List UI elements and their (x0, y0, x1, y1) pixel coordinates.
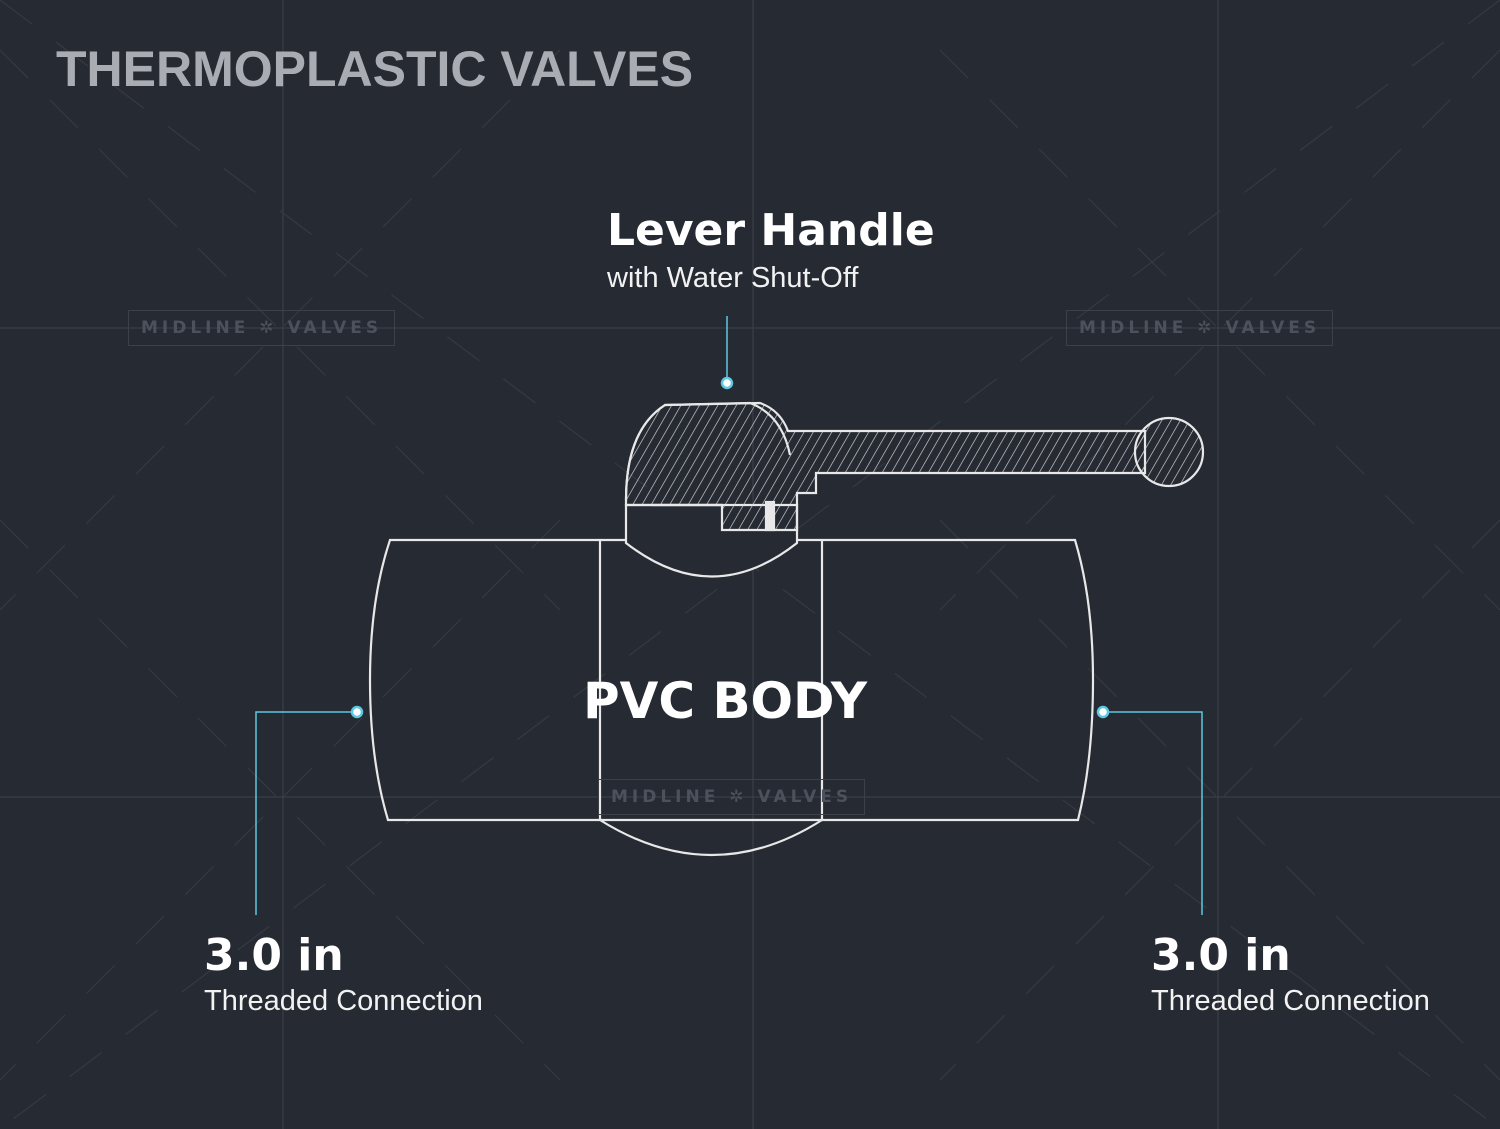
compass-rose-icon: ✲ (1197, 318, 1216, 338)
watermark-text: MIDLINE (611, 787, 720, 807)
pvc-body-outline (368, 538, 1095, 857)
page-title: THERMOPLASTIC VALVES (56, 41, 694, 97)
watermark-right: MIDLINE ✲ VALVES (1066, 310, 1334, 346)
watermark-text: VALVES (287, 318, 383, 338)
handle-sublabel: with Water Shut-Off (607, 262, 859, 294)
callout-dots (350, 376, 1110, 719)
watermark-center: MIDLINE ✲ VALVES (598, 779, 866, 815)
right-connection-label: Threaded Connection (1151, 985, 1430, 1017)
watermark-text: VALVES (1225, 318, 1321, 338)
body-label: PVC BODY (583, 672, 868, 730)
watermark-text: MIDLINE (141, 318, 250, 338)
lever-handle (624, 401, 1205, 532)
watermark-text: MIDLINE (1079, 318, 1188, 338)
callout-lines (255, 316, 1203, 915)
compass-rose-icon: ✲ (259, 318, 278, 338)
watermark-text: VALVES (757, 787, 853, 807)
left-connection-size: 3.0 in (204, 930, 344, 981)
watermark-left: MIDLINE ✲ VALVES (128, 310, 396, 346)
right-connection-size: 3.0 in (1151, 930, 1291, 981)
compass-rose-icon: ✲ (729, 787, 748, 807)
handle-label: Lever Handle (607, 205, 935, 256)
left-connection-label: Threaded Connection (204, 985, 483, 1017)
